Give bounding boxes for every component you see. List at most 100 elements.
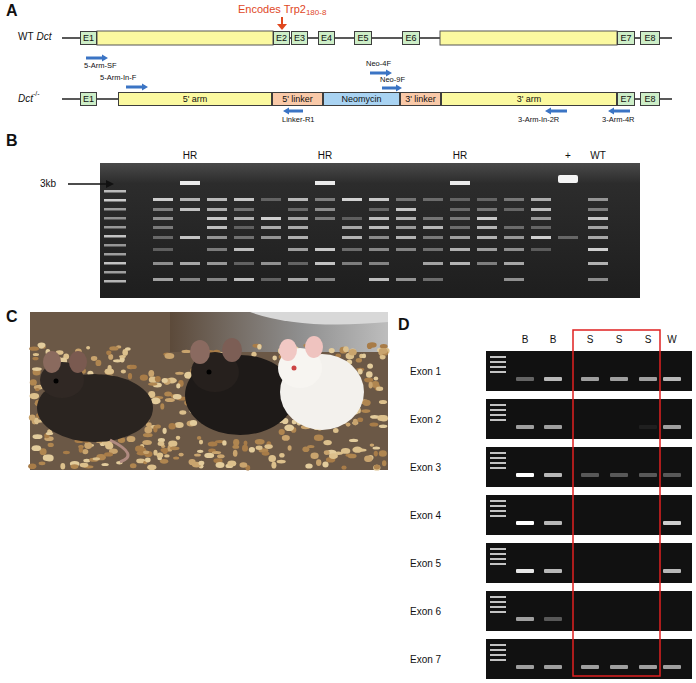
primer-name: Neo-4F bbox=[366, 60, 391, 68]
bedding-chip bbox=[160, 403, 164, 409]
ladder-band bbox=[104, 262, 126, 265]
ladder-band bbox=[490, 409, 506, 411]
bedding-chip bbox=[168, 441, 177, 447]
pcr-band bbox=[639, 425, 657, 429]
gel-strip bbox=[486, 351, 692, 391]
bedding-chip bbox=[199, 461, 205, 466]
gel-band bbox=[207, 217, 227, 220]
pcr-band bbox=[516, 425, 534, 429]
bedding-chip bbox=[379, 424, 388, 428]
panel-letter: A bbox=[6, 2, 18, 20]
pcr-band bbox=[610, 377, 628, 381]
target-arrowhead bbox=[277, 24, 287, 30]
bedding-chip bbox=[148, 370, 154, 377]
gel-band bbox=[588, 217, 608, 220]
ladder-band bbox=[490, 606, 506, 608]
gel-band bbox=[342, 217, 362, 220]
ladder-band bbox=[490, 659, 506, 661]
gene-segment-box: E4 bbox=[318, 31, 335, 45]
gel-strip bbox=[486, 591, 692, 631]
gel-band bbox=[261, 278, 281, 281]
gel-band bbox=[234, 248, 254, 251]
ladder-band bbox=[104, 208, 126, 211]
primer-arrow bbox=[126, 84, 148, 91]
gene-segment-box: 3' linker bbox=[400, 92, 441, 106]
gel-band bbox=[234, 208, 254, 211]
segment-label: E5 bbox=[357, 34, 368, 43]
ladder-band bbox=[490, 654, 506, 656]
ladder-band bbox=[490, 467, 506, 469]
bedding-chip bbox=[91, 356, 97, 361]
bedding-chip bbox=[288, 445, 292, 451]
ladder-band bbox=[490, 510, 506, 512]
gel-band bbox=[504, 262, 524, 265]
bedding-chip bbox=[366, 371, 373, 378]
gel-band bbox=[423, 198, 443, 201]
gel-band bbox=[450, 248, 470, 251]
bedding-chip bbox=[374, 464, 380, 469]
gel-band bbox=[369, 262, 389, 265]
allele-label: WT bbox=[18, 31, 34, 42]
bedding-chip bbox=[343, 346, 349, 352]
mouse-foot bbox=[110, 440, 128, 462]
gel-band bbox=[588, 278, 608, 281]
bedding-chip bbox=[199, 440, 203, 445]
ladder-band bbox=[490, 611, 506, 613]
gel-band bbox=[423, 278, 443, 281]
gel-band bbox=[369, 248, 389, 251]
bedding-chip bbox=[370, 443, 375, 446]
bedding-chip bbox=[382, 460, 386, 466]
bedding-chip bbox=[272, 356, 277, 361]
bedding-chip bbox=[279, 453, 284, 458]
mouse-eye bbox=[54, 379, 59, 384]
bedding-chip bbox=[242, 445, 248, 452]
ladder-band bbox=[490, 558, 506, 560]
target-subscript: 180-8 bbox=[306, 9, 326, 18]
gel-band bbox=[588, 208, 608, 211]
bedding-chip bbox=[197, 450, 203, 453]
bedding-chip bbox=[262, 452, 270, 456]
bedding-chip bbox=[197, 436, 201, 440]
lane-label: + bbox=[565, 150, 571, 161]
pcr-band bbox=[516, 521, 534, 525]
bedding-chip bbox=[28, 464, 36, 470]
positive-band bbox=[558, 236, 578, 239]
ladder-band bbox=[104, 244, 126, 247]
bedding-chip bbox=[356, 358, 362, 363]
bedding-chip bbox=[363, 400, 371, 406]
row-label: Exon 5 bbox=[410, 558, 441, 569]
gel-strip bbox=[486, 447, 692, 487]
gel-band bbox=[531, 226, 551, 229]
lane-label: HR bbox=[453, 150, 467, 161]
bedding-chip bbox=[282, 435, 290, 441]
bedding-chip bbox=[33, 434, 43, 439]
positive-band bbox=[558, 175, 578, 183]
gene-segment-box: E8 bbox=[640, 92, 660, 106]
bedding-chip bbox=[121, 369, 126, 373]
pcr-band bbox=[516, 569, 534, 573]
row-label: Exon 4 bbox=[410, 510, 441, 521]
pcr-band bbox=[663, 665, 681, 669]
bedding-chip bbox=[153, 450, 157, 456]
bedding-chip bbox=[143, 433, 153, 437]
bedding-chip bbox=[194, 454, 201, 457]
hr-band bbox=[180, 181, 200, 185]
primer-arrow bbox=[382, 85, 402, 92]
size-arrow bbox=[68, 183, 108, 185]
gel-band bbox=[423, 236, 443, 239]
hr-band bbox=[450, 181, 470, 185]
gel-band bbox=[261, 198, 281, 201]
bedding-chip bbox=[30, 379, 37, 385]
ladder-band bbox=[490, 515, 506, 517]
bedding-chip bbox=[217, 454, 225, 458]
bedding-chip bbox=[227, 460, 236, 466]
pcr-band bbox=[544, 617, 562, 621]
gel-band bbox=[504, 226, 524, 229]
bedding-chip bbox=[179, 410, 186, 414]
panel-letter: D bbox=[398, 316, 410, 334]
bedding-chip bbox=[143, 450, 149, 454]
bedding-chip bbox=[170, 446, 180, 450]
primer-name: 3-Arm-4R bbox=[602, 116, 635, 124]
segment-label: E4 bbox=[321, 34, 332, 43]
bedding-chip bbox=[142, 440, 152, 445]
